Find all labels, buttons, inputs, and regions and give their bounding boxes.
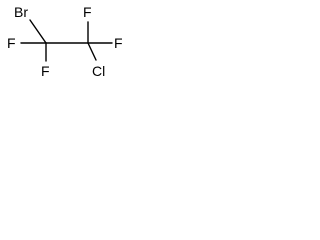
structure-canvas: Br F F F F Cl: [0, 0, 134, 86]
atom-fluorine-top: F: [83, 4, 92, 20]
molecule-structure: Br F F F F Cl: [7, 4, 123, 79]
bond-c1-br: [29, 19, 47, 44]
atom-bromine: Br: [14, 4, 28, 20]
bond-c2-cl: [87, 42, 97, 61]
atom-chlorine: Cl: [92, 63, 105, 79]
atom-fluorine-left: F: [7, 35, 16, 51]
atom-fluorine-right: F: [114, 35, 123, 51]
atom-fluorine-bottom: F: [41, 63, 50, 79]
